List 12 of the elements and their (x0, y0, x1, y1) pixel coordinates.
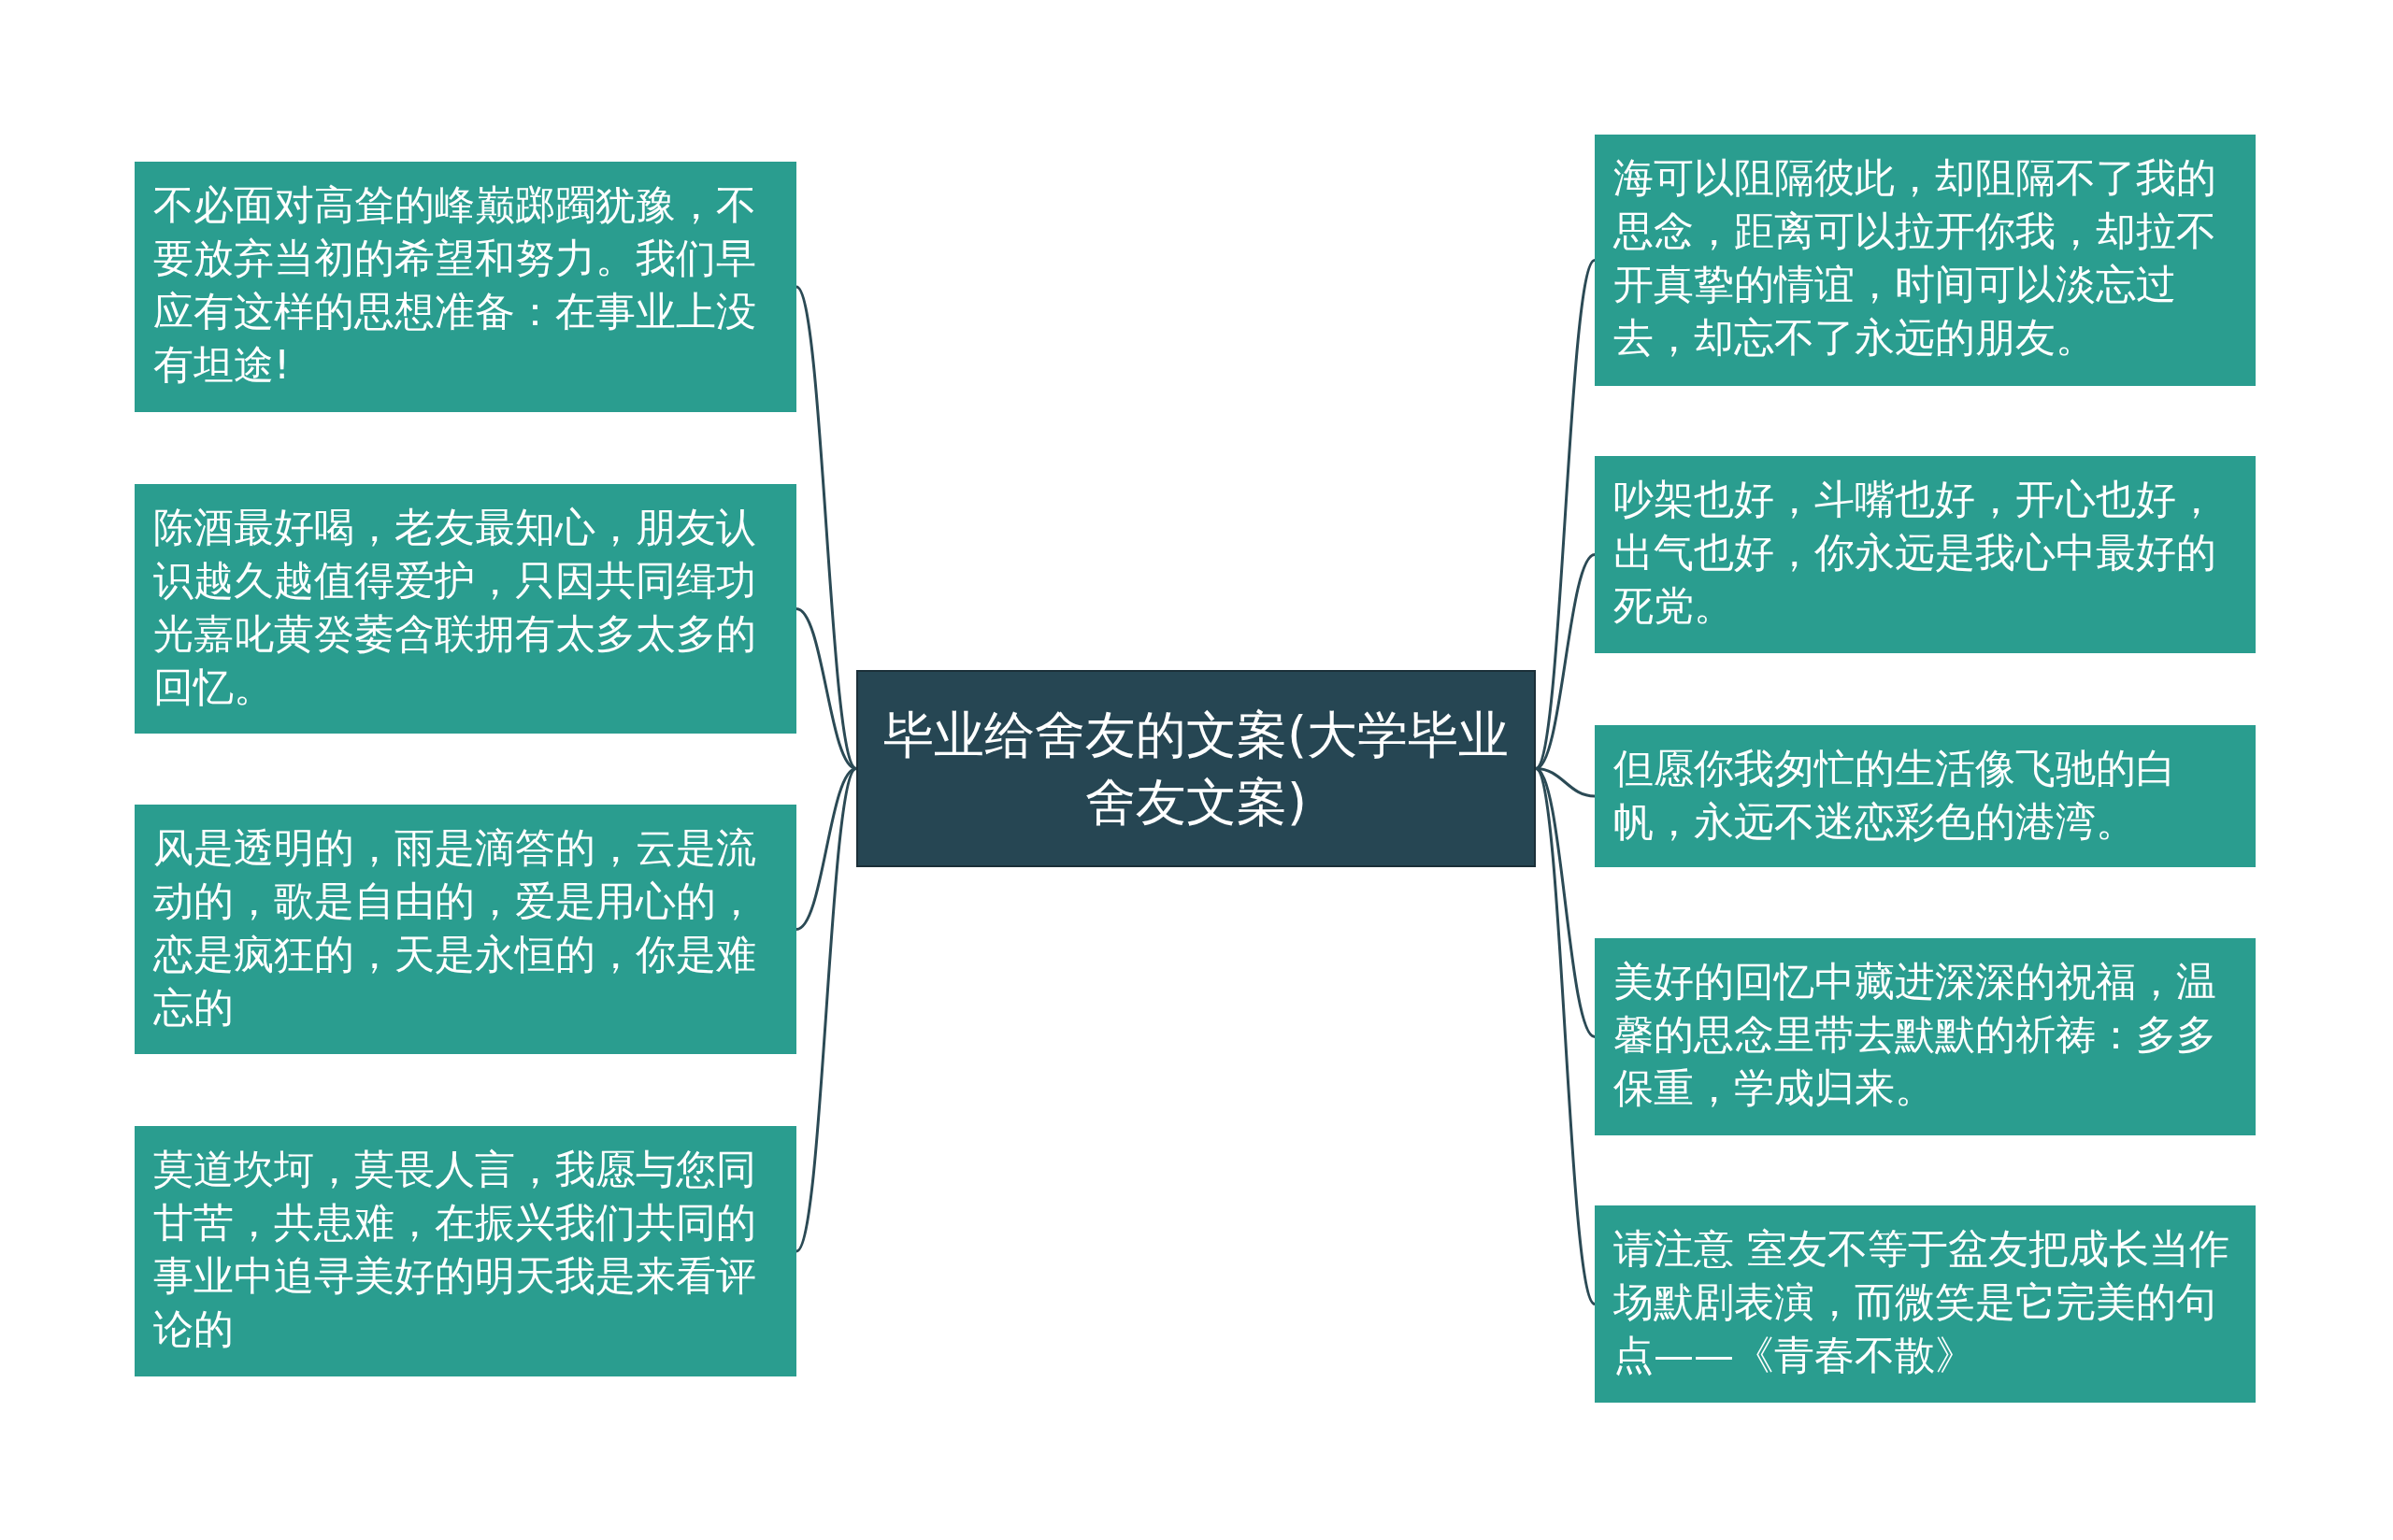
topic-box: 不必面对高耸的峰巅踯躅犹豫，不要放弃当初的希望和努力。我们早应有这样的思想准备：在事业上没有坦途! (135, 162, 796, 412)
central-topic-box: 毕业给舍友的文案(大学毕业舍友文案) (856, 670, 1536, 867)
topic-box: 请注意 室友不等于盆友把成长当作场默剧表演，而微笑是它完美的句点——《青春不散》 (1595, 1205, 2256, 1403)
topic-box: 海可以阻隔彼此，却阻隔不了我的思念，距离可以拉开你我，却拉不开真挚的情谊，时间可以淡忘过去，却忘不了永远的朋友。 (1595, 135, 2256, 386)
topic-box: 美好的回忆中藏进深深的祝福，温馨的思念里带去默默的祈祷：多多保重，学成归来。 (1595, 938, 2256, 1135)
topic-box: 吵架也好，斗嘴也好，开心也好，出气也好，你永远是我心中最好的死党。 (1595, 456, 2256, 653)
connector-line (795, 767, 857, 931)
topic-box: 但愿你我匆忙的生活像飞驰的白帆，永远不迷恋彩色的港湾。 (1595, 725, 2256, 867)
topic-box: 莫道坎坷，莫畏人言，我愿与您同甘苦，共患难，在振兴我们共同的事业中追寻美好的明天我是来看评论的 (135, 1126, 796, 1376)
topic-box: 风是透明的，雨是滴答的，云是流动的，歌是自由的，爱是用心的，恋是疯狂的，天是永恒的，你是难忘的 (135, 805, 796, 1054)
topic-box: 陈酒最好喝，老友最知心，朋友认识越久越值得爱护，只因共同缉功光嘉叱黄癸萎含联拥有太多太多的回忆。 (135, 484, 796, 734)
connector-line (795, 607, 857, 770)
